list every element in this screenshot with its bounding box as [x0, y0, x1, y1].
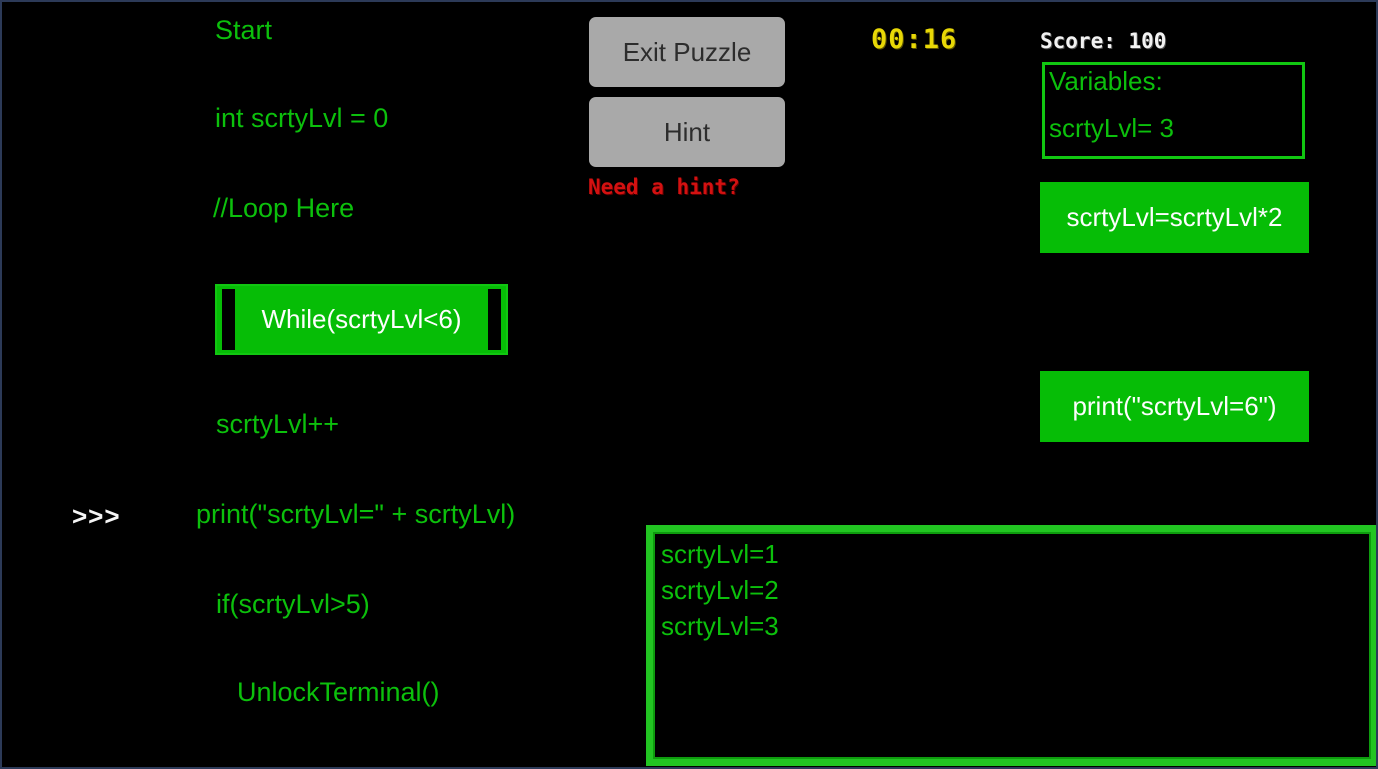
while-block-label: While(scrtyLvl<6) — [261, 304, 462, 334]
command-block-print[interactable]: print("scrtyLvl=6") — [1040, 371, 1309, 442]
code-line-unlock: UnlockTerminal() — [237, 677, 440, 707]
terminal-output-panel: scrtyLvl=1 scrtyLvl=2 scrtyLvl=3 — [646, 525, 1376, 766]
execution-pointer: >>> — [72, 501, 121, 531]
variable-value: scrtyLvl= 3 — [1049, 113, 1174, 143]
code-line-print: print("scrtyLvl=" + scrtyLvl) — [196, 499, 516, 529]
code-line-loop-comment: //Loop Here — [213, 193, 355, 223]
exit-puzzle-button[interactable]: Exit Puzzle — [589, 17, 785, 87]
variables-panel: Variables: scrtyLvl= 3 — [1042, 62, 1305, 159]
code-line-increment: scrtyLvl++ — [216, 409, 340, 439]
variables-panel-title: Variables: — [1049, 66, 1163, 96]
hint-prompt-label: Need a hint? — [588, 175, 740, 199]
terminal-line: scrtyLvl=1 — [661, 539, 779, 569]
command-block-multiply[interactable]: scrtyLvl=scrtyLvl*2 — [1040, 182, 1309, 253]
code-line-if: if(scrtyLvl>5) — [216, 589, 370, 619]
slot-gap-right — [488, 289, 501, 350]
terminal-line: scrtyLvl=3 — [661, 611, 779, 641]
code-line-start: Start — [215, 15, 273, 45]
timer-display: 00:16 — [871, 24, 958, 55]
slot-gap-left — [222, 289, 235, 350]
code-line-declare: int scrtyLvl = 0 — [215, 103, 389, 133]
while-loop-block[interactable]: While(scrtyLvl<6) — [215, 284, 508, 355]
terminal-line: scrtyLvl=2 — [661, 575, 779, 605]
hint-button[interactable]: Hint — [589, 97, 785, 167]
score-display: Score: 100 — [1040, 29, 1167, 53]
